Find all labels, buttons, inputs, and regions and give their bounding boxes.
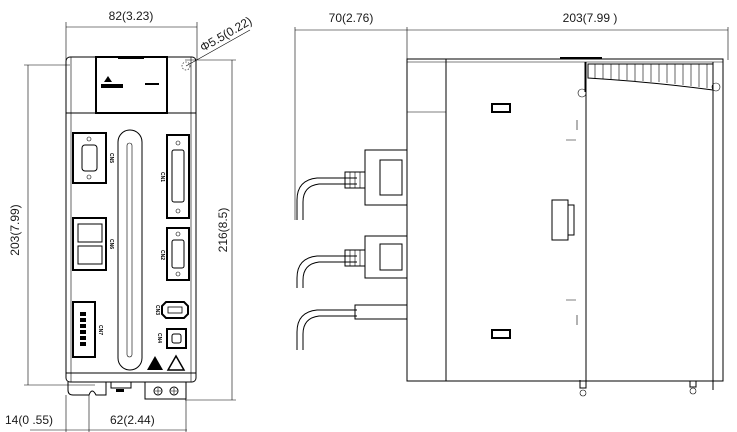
mounting-hole — [181, 61, 191, 71]
cn2-port[interactable] — [166, 227, 190, 281]
cn1-cable — [296, 149, 408, 220]
mount-pitch-dimension-label: 62(2.44) — [110, 413, 155, 427]
cn1-port[interactable] — [166, 134, 190, 219]
cn7-port[interactable] — [72, 301, 96, 358]
vent-slot — [491, 329, 511, 339]
heatsink-fins — [577, 62, 721, 390]
cn7-label: CN7 — [97, 325, 103, 335]
cn1-label: CN1 — [159, 172, 165, 182]
cn4-port[interactable] — [166, 328, 187, 349]
width-dimension-label: 82(3.23) — [109, 9, 154, 23]
cn3-cable — [296, 304, 408, 350]
warning-icon — [147, 356, 163, 370]
hole-dimension-label: Φ5.5(0.22) — [198, 14, 255, 55]
warning-icon — [166, 354, 186, 371]
overall-height-dimension-label: 216(8.5) — [216, 208, 230, 253]
cn2-label: CN2 — [159, 250, 165, 260]
display-slot — [117, 129, 143, 371]
cn6-label: CN6 — [108, 239, 114, 249]
height-dimension-label: 203(7.99) — [8, 204, 22, 255]
side-view: 70(2.76) 203(7.99 ) — [294, 11, 729, 397]
drive-side-body — [406, 58, 724, 382]
cn5-label: CN5 — [108, 153, 114, 163]
cn2-cable — [296, 235, 408, 288]
cn4-label: CN4 — [156, 333, 162, 343]
brand-logo — [101, 76, 159, 88]
depth-dimension-label: 203(7.99 ) — [563, 11, 618, 25]
cn3-label: CN3 — [154, 305, 160, 315]
left-offset-dimension-label: 14(0 .55) — [5, 413, 53, 427]
mounting-foot-notch — [67, 382, 107, 396]
cn6-port[interactable] — [72, 217, 107, 271]
cn3-port[interactable] — [161, 301, 189, 319]
ground-terminal-block — [144, 381, 187, 400]
cn5-port[interactable] — [72, 132, 107, 184]
vent-slot — [491, 103, 511, 113]
front-view: 82(3.23) Φ5.5(0.22) 203(7.99) 216(8.5) — [5, 9, 254, 432]
cable-clearance-dimension-label: 70(2.76) — [329, 11, 374, 25]
